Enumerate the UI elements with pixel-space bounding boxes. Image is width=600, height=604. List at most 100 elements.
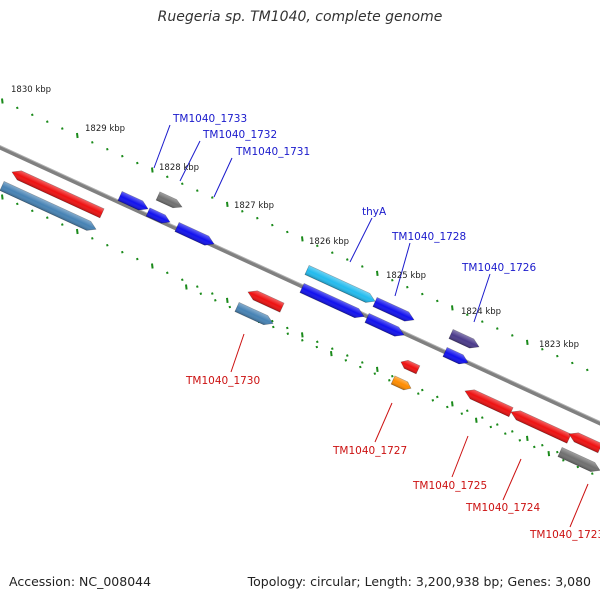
ruler-tick xyxy=(481,320,484,323)
ruler-tick xyxy=(388,379,391,382)
gene-arrow-shading xyxy=(248,290,285,313)
genome-summary-text: Topology: circular; Length: 3,200,938 bp… xyxy=(247,574,591,589)
ruler-tick xyxy=(301,339,304,342)
gene-arrow[interactable] xyxy=(463,386,514,418)
ruler-tick xyxy=(196,285,199,288)
gene-arrow[interactable] xyxy=(174,222,216,248)
ruler-tick xyxy=(331,347,334,350)
gene-arrow[interactable] xyxy=(442,347,470,367)
ruler-tick xyxy=(91,237,94,240)
gene-arrow-shading xyxy=(117,191,149,211)
gene-arrow[interactable] xyxy=(155,191,184,211)
ruler-tick xyxy=(376,270,379,276)
ruler-tick xyxy=(526,339,529,345)
gene-label[interactable]: thyA xyxy=(362,206,387,218)
ruler-tick xyxy=(226,201,229,208)
ruler-tick xyxy=(541,443,544,447)
ruler-tick xyxy=(286,230,289,234)
gene-arrow[interactable] xyxy=(0,181,98,233)
ruler-tick xyxy=(61,223,64,226)
ruler-tick xyxy=(373,372,377,375)
gene-label[interactable]: TM1040_1723 xyxy=(529,529,600,541)
gene-arrow-shading xyxy=(0,181,97,231)
gene-label[interactable]: TM1040_1730 xyxy=(185,375,260,387)
gene-arrow[interactable] xyxy=(117,191,150,213)
leader-line xyxy=(502,458,522,501)
ruler-tick xyxy=(228,305,232,309)
ruler-tick xyxy=(466,313,469,317)
gene-arrow[interactable] xyxy=(145,207,172,226)
map-title: Ruegeria sp. TM1040, complete genome xyxy=(157,9,443,25)
gene-label[interactable]: TM1040_1726 xyxy=(461,262,536,274)
ruler-tick xyxy=(16,202,19,206)
ruler-tick xyxy=(446,405,449,409)
gene-label[interactable]: TM1040_1728 xyxy=(391,231,466,243)
gene-arrow[interactable] xyxy=(10,167,105,219)
ruler-tick xyxy=(436,395,439,399)
gene-label[interactable]: TM1040_1727 xyxy=(332,445,407,457)
ruler-tick xyxy=(451,401,454,407)
ruler-tick xyxy=(406,285,409,289)
gene-arrow[interactable] xyxy=(448,329,481,351)
gene-arrow[interactable] xyxy=(399,358,421,375)
ruler-tick xyxy=(436,299,439,303)
ruler-tick xyxy=(185,284,188,290)
ruler-tick xyxy=(330,351,333,357)
gene-arrow[interactable] xyxy=(299,283,366,321)
ruler-tick xyxy=(556,354,559,358)
ruler-tick xyxy=(331,251,334,254)
ruler-tick xyxy=(391,278,394,282)
gene-arrow[interactable] xyxy=(372,297,416,324)
accession-text: Accession: NC_008044 xyxy=(9,574,152,589)
gene-arrow-shading xyxy=(391,375,412,390)
ruler-tick xyxy=(151,263,154,269)
ruler-ticks xyxy=(1,98,594,475)
leader-line xyxy=(374,402,393,443)
ruler-tick xyxy=(421,292,424,296)
ruler-tick xyxy=(460,412,464,415)
gene-arrow[interactable] xyxy=(509,407,572,444)
ruler-tick xyxy=(547,451,551,457)
gene-arrow[interactable] xyxy=(246,287,285,313)
gene-arrow[interactable] xyxy=(364,313,406,339)
gene-arrow-shading xyxy=(448,329,480,349)
ruler-tick xyxy=(361,361,364,364)
ruler-tick xyxy=(136,161,139,165)
ruler-tick xyxy=(181,182,184,186)
ruler-tick xyxy=(151,167,154,173)
ruler-tick xyxy=(106,147,109,151)
leader-line xyxy=(394,242,411,297)
ruler-label: 1827 kbp xyxy=(234,201,274,211)
gene-arrow[interactable] xyxy=(390,375,413,392)
gene-arrow[interactable] xyxy=(557,447,600,474)
ruler-tick xyxy=(481,416,484,419)
ruler-tick xyxy=(511,334,514,337)
gene-label[interactable]: TM1040_1733 xyxy=(172,113,247,125)
ruler-tick xyxy=(376,366,379,372)
ruler-tick xyxy=(1,98,4,104)
ruler-tick xyxy=(391,374,394,378)
gene-arrow-shading xyxy=(557,447,600,472)
gene-label[interactable]: TM1040_1732 xyxy=(202,129,277,141)
ruler-tick xyxy=(361,265,364,268)
ruler-tick xyxy=(451,305,454,311)
gene-arrow[interactable] xyxy=(304,265,377,305)
gene-label[interactable]: TM1040_1725 xyxy=(412,480,487,492)
ruler-tick xyxy=(31,113,34,117)
gene-arrow[interactable] xyxy=(567,429,600,454)
gene-arrow[interactable] xyxy=(234,302,275,328)
gene-label[interactable]: TM1040_1731 xyxy=(235,146,310,158)
leader-line xyxy=(153,124,171,169)
ruler-tick xyxy=(421,388,424,392)
ruler-tick xyxy=(166,175,169,179)
leader-line xyxy=(451,435,469,478)
ruler-tick xyxy=(91,141,94,144)
label-leader-lines xyxy=(153,124,589,528)
ruler-tick xyxy=(526,435,529,441)
gene-label[interactable]: TM1040_1724 xyxy=(465,502,540,514)
ruler-tick xyxy=(1,194,4,200)
genome-backbone xyxy=(0,145,600,426)
gene-arrow-shading xyxy=(299,283,364,318)
ruler-tick xyxy=(591,472,594,475)
